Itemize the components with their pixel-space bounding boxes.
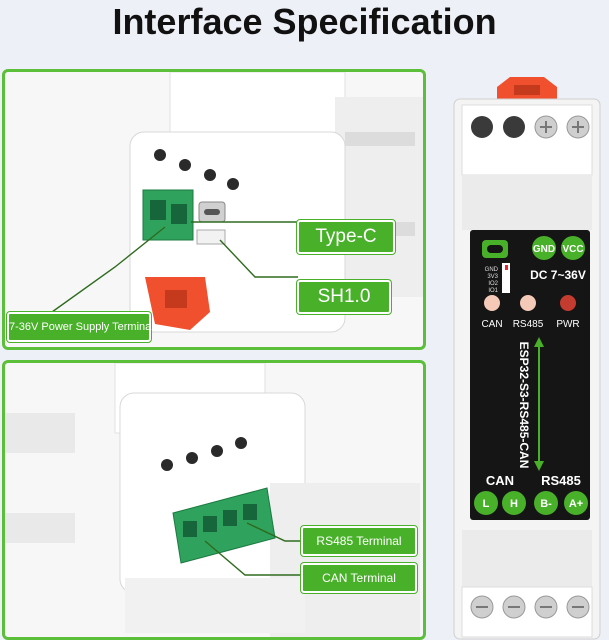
terminal-label-a-plus: A+	[569, 498, 583, 510]
top-detail-panel: Type-C SH1.0 7-36V Power Supply Terminal	[2, 69, 426, 350]
pin-label-3v3: 3V3	[487, 274, 498, 280]
gnd-label: GND	[533, 244, 555, 255]
type-c-callout: Type-C	[297, 220, 395, 254]
can-terminal-callout: CAN Terminal	[301, 563, 417, 593]
led-label-pwr: PWR	[556, 319, 579, 330]
device-body: GND VCC DC 7~36V GND 3V3 IO2 IO1 CAN RS4…	[453, 77, 601, 640]
dc-range-label: DC 7~36V	[530, 268, 586, 282]
rs485-terminal-callout: RS485 Terminal	[301, 526, 417, 556]
pin-label-gnd: GND	[485, 267, 499, 273]
page-title: Interface Specification	[112, 1, 497, 42]
led-label-rs485: RS485	[513, 319, 544, 330]
bus-label-can: CAN	[486, 473, 514, 488]
led-label-can: CAN	[481, 319, 502, 330]
bottom-detail-panel: RS485 Terminal CAN Terminal	[2, 360, 426, 640]
sh1-callout: SH1.0	[297, 280, 391, 314]
model-name: ESP32-S3-RS485-CAN	[517, 342, 531, 469]
bus-label-rs485: RS485	[541, 473, 581, 488]
terminal-label-b-minus: B-	[540, 498, 552, 510]
terminal-label-l: L	[483, 498, 490, 510]
power-terminal-callout: 7-36V Power Supply Terminal	[7, 312, 154, 342]
pin-label-io2: IO2	[488, 281, 498, 287]
terminal-label-h: H	[510, 498, 518, 510]
pin-label-io1: IO1	[488, 288, 498, 294]
bottom-device-illustration	[5, 363, 420, 637]
vcc-label: VCC	[562, 244, 583, 255]
device-front-view: GND VCC DC 7~36V GND 3V3 IO2 IO1 CAN RS4…	[452, 75, 602, 640]
